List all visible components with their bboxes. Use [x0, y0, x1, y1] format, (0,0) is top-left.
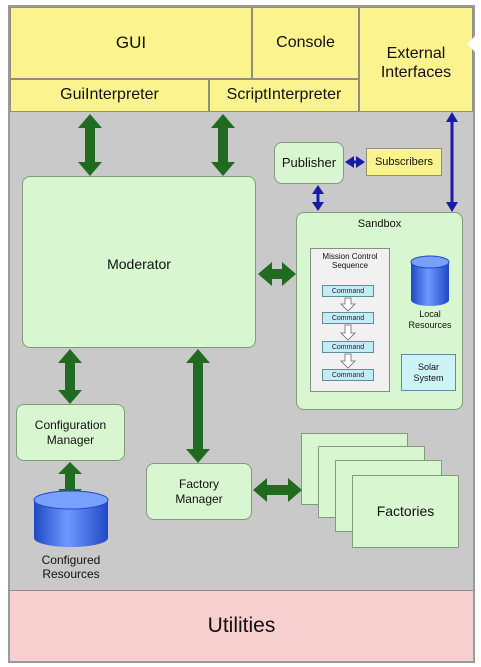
external-interfaces-box: External Interfaces [359, 7, 473, 112]
command-flow-arrow [340, 324, 356, 341]
publisher-label: Publisher [281, 155, 337, 171]
command-flow-arrow [340, 297, 356, 312]
factory-manager-box: Factory Manager [146, 463, 252, 520]
subscribers-box: Subscribers [366, 148, 442, 176]
command-label: Command [331, 288, 365, 295]
solar-system-label: Solar System [413, 361, 444, 383]
utilities-label: Utilities [207, 613, 276, 637]
external-interfaces-label: External Interfaces [380, 44, 452, 81]
command-item: Command [322, 285, 374, 297]
subscribers-label: Subscribers [374, 155, 434, 168]
command-flow-arrow [340, 353, 356, 369]
local-resources-cylinder-icon [410, 255, 450, 306]
publisher-subscribers-arrow [345, 156, 365, 168]
script-interpreter-label: ScriptInterpreter [226, 86, 342, 104]
moderator-sandbox-arrow [258, 262, 296, 286]
solar-system-box: Solar System [401, 354, 456, 391]
factories-label: Factories [376, 503, 435, 520]
gui-interpreter-label: GuiInterpreter [60, 86, 159, 104]
command-item: Command [322, 312, 374, 324]
command-label: Command [331, 372, 365, 379]
script-moderator-arrow [211, 114, 235, 176]
gui-box: GUI [10, 7, 252, 79]
command-label: Command [331, 315, 365, 322]
factory-manager-label: Factory Manager [175, 477, 223, 506]
publisher-sandbox-arrow [312, 185, 324, 211]
configured-resources-label: Configured Resources [41, 553, 101, 582]
gui-moderator-arrow [78, 114, 102, 176]
gui-interpreter-box: GuiInterpreter [10, 79, 209, 112]
moderator-label: Moderator [107, 256, 171, 272]
moderator-configuration-arrow [58, 349, 82, 404]
script-interpreter-box: ScriptInterpreter [209, 79, 359, 112]
utilities-box: Utilities [10, 590, 473, 661]
publisher-box: Publisher [274, 142, 344, 184]
factory-factories-arrow [253, 478, 302, 502]
command-item: Command [322, 369, 374, 381]
moderator-factory-arrow [186, 349, 210, 463]
console-box: Console [252, 7, 359, 79]
external-sandbox-arrow [446, 112, 458, 212]
scroll-tab-icon [467, 35, 476, 53]
sandbox-label: Sandbox [357, 218, 402, 230]
mission-control-sequence-label: Mission Control Sequence [322, 252, 378, 271]
command-label: Command [331, 344, 365, 351]
console-label: Console [276, 33, 335, 51]
moderator-box: Moderator [22, 176, 256, 348]
command-item: Command [322, 341, 374, 353]
configuration-manager-label: Configuration Manager [34, 418, 107, 447]
gui-label: GUI [115, 32, 147, 52]
factories-box: Factories [352, 475, 459, 548]
configuration-manager-box: Configuration Manager [16, 404, 125, 461]
local-resources-label: Local Resources [408, 309, 452, 330]
configured-resources-cylinder-icon [33, 490, 109, 547]
